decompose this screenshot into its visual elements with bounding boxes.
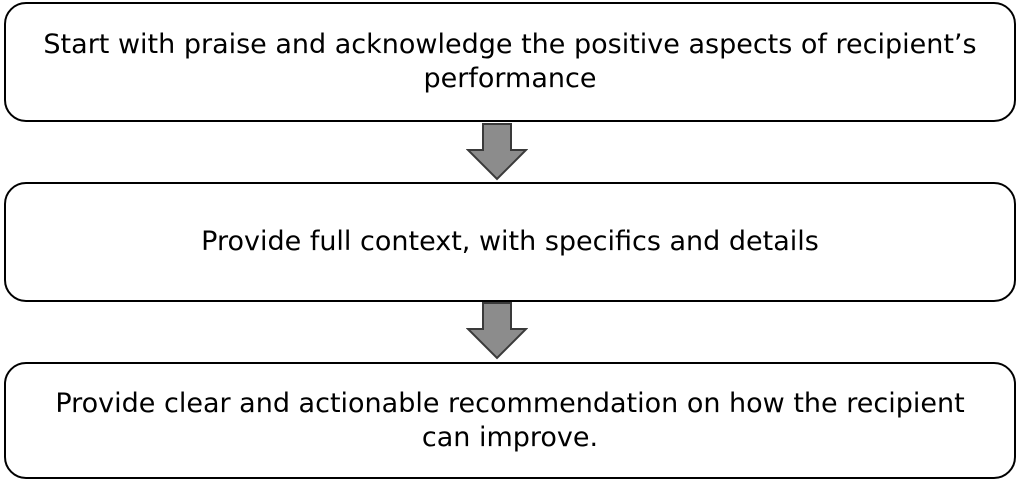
step-text-praise: Start with praise and acknowledge the po… [43,29,977,94]
step-box-praise: Start with praise and acknowledge the po… [4,2,1016,122]
step-text-context: Provide full context, with specifics and… [201,226,819,257]
step-text-recommendation: Provide clear and actionable recommendat… [55,387,965,453]
down-arrow-icon [466,123,528,181]
step-box-context: Provide full context, with specifics and… [4,182,1016,302]
down-arrow-icon [466,302,528,360]
step-box-recommendation: Provide clear and actionable recommendat… [4,362,1016,479]
